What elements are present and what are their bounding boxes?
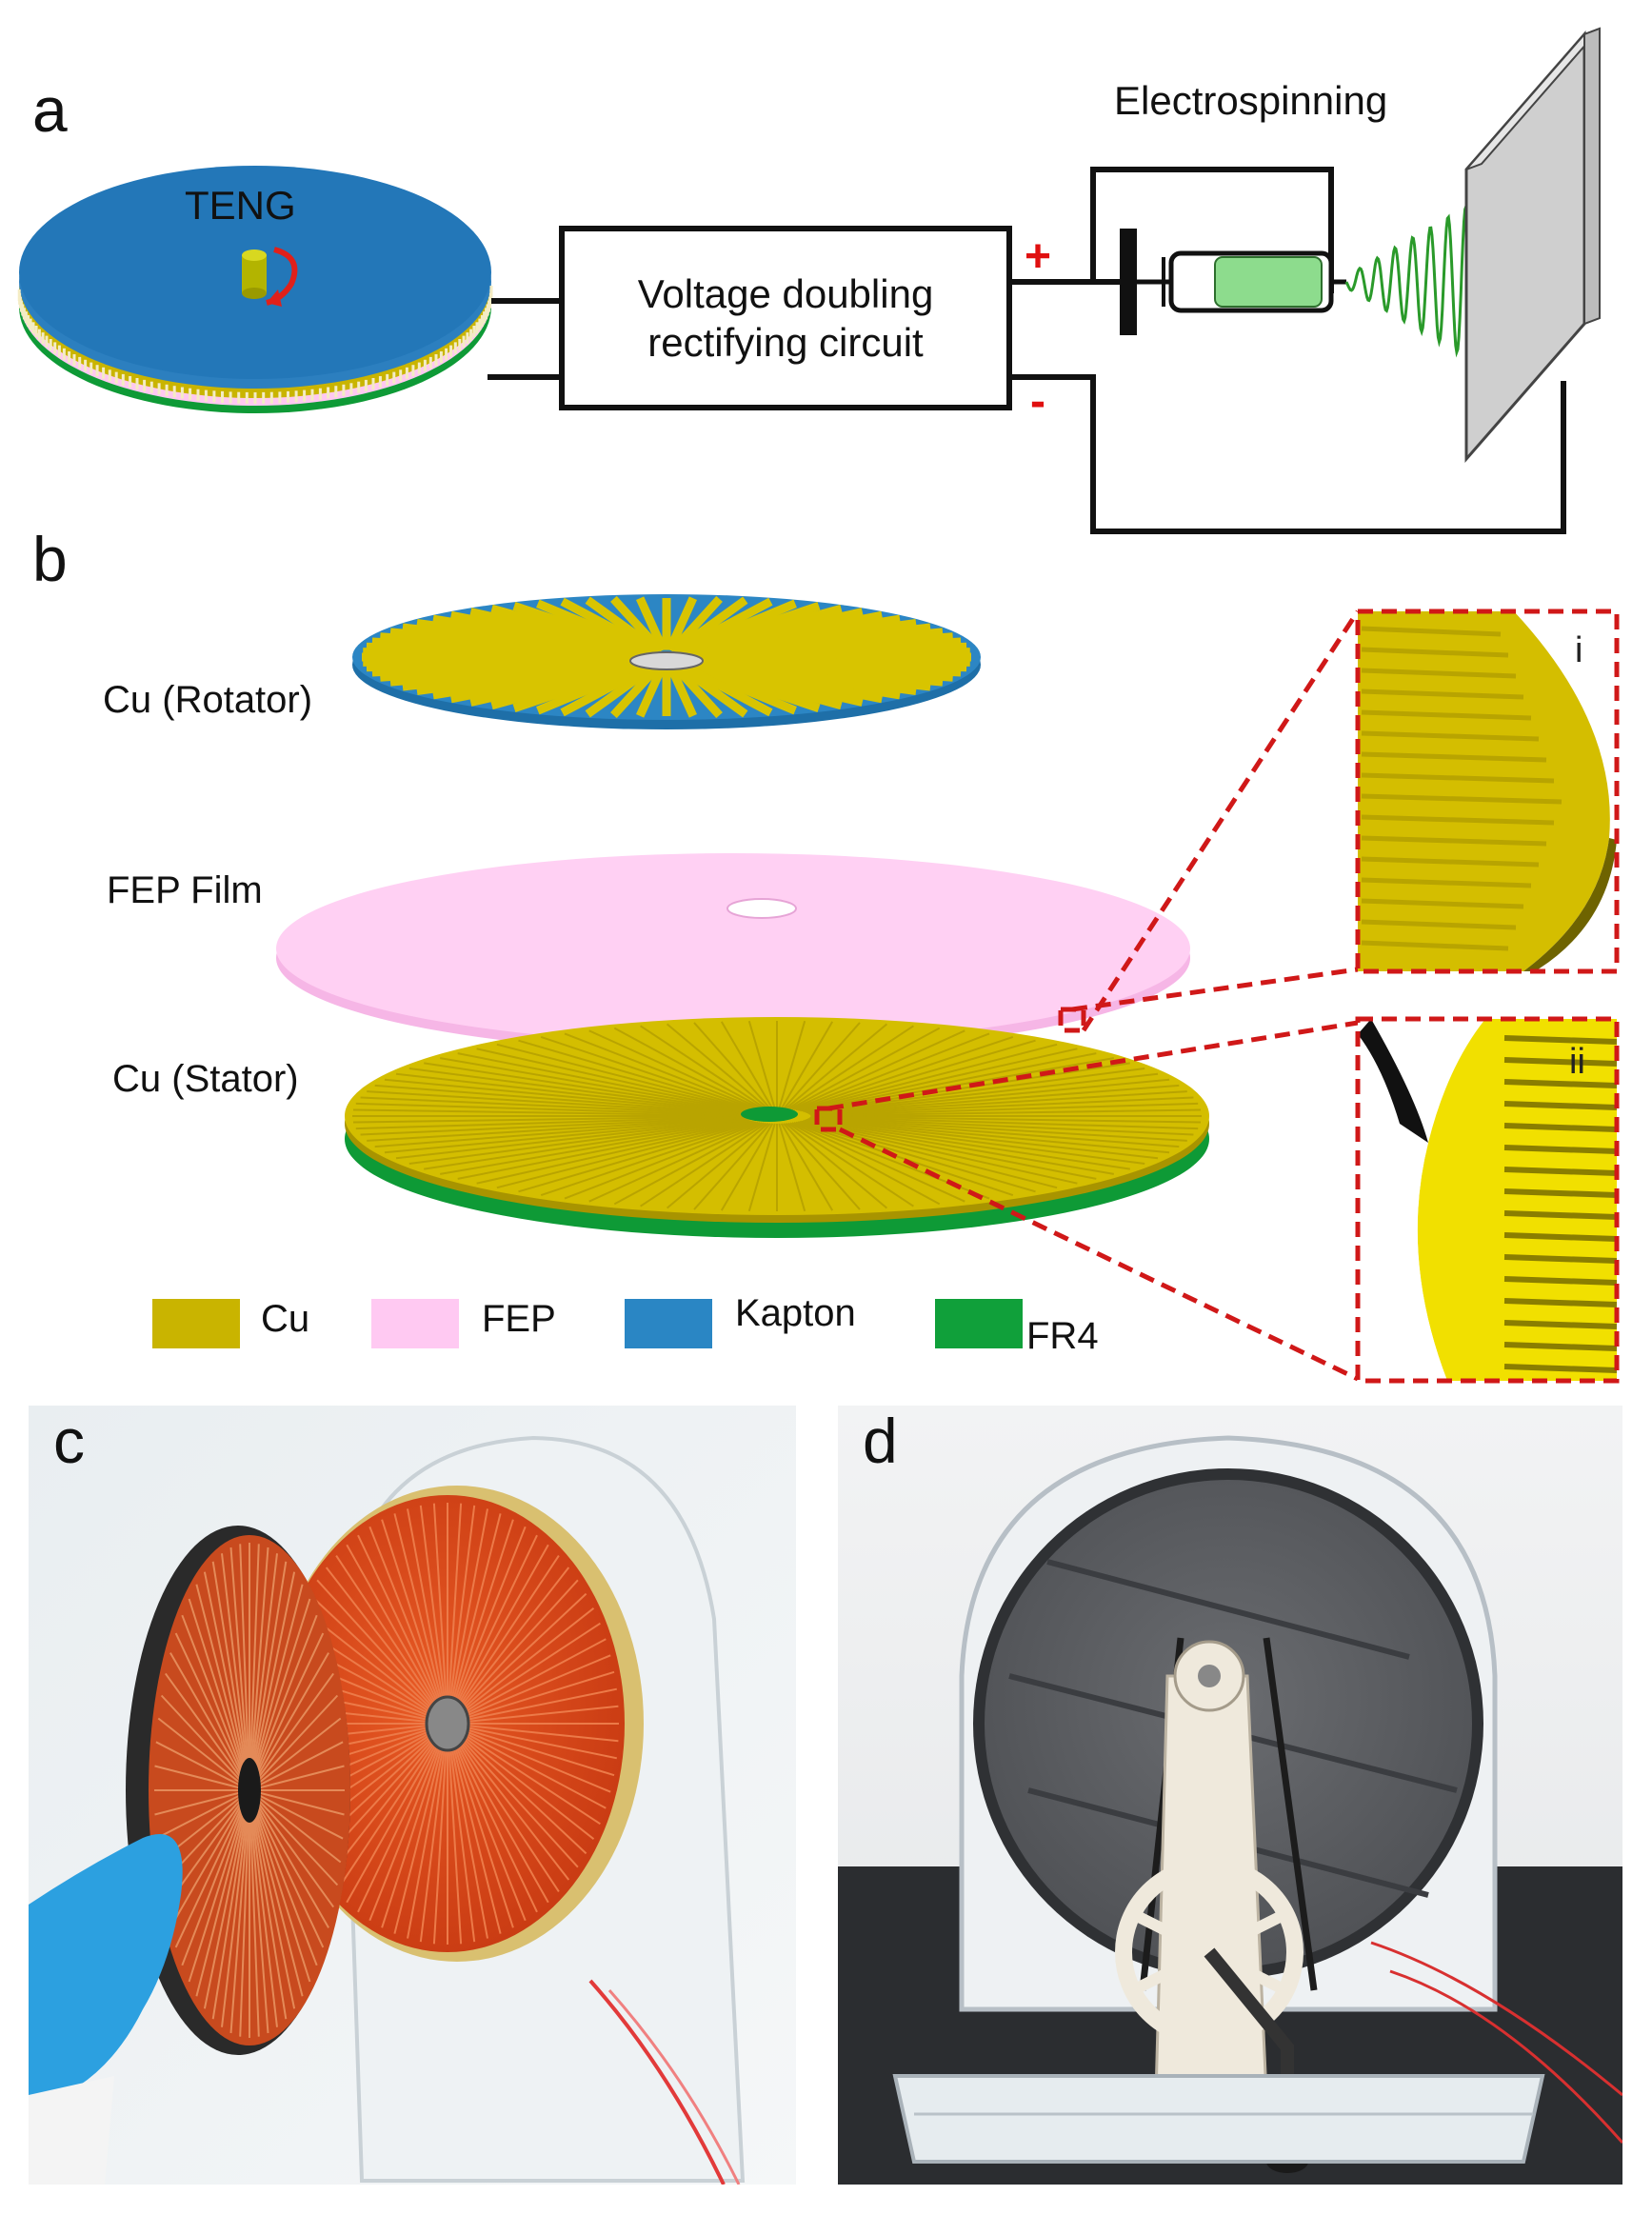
legend-swatch-fr4 (935, 1299, 1023, 1348)
panel-a-diagram (17, 27, 1601, 534)
teng-label: TENG (185, 183, 296, 228)
panel-label-d: d (863, 1406, 898, 1476)
stator-label: Cu (Stator) (112, 1058, 299, 1100)
voltage-doubling-circuit-box (559, 226, 1012, 410)
panel-label-b: b (32, 524, 68, 594)
legend-swatch-fep (371, 1299, 459, 1348)
panel-label-c: c (53, 1406, 85, 1476)
legend-label-fr4: FR4 (1026, 1315, 1099, 1357)
positive-sign: + (1025, 231, 1052, 282)
fep-film-label: FEP Film (107, 869, 263, 911)
inset-i-label: i (1575, 630, 1583, 670)
acrylic-base (892, 2074, 1545, 2164)
electrospinning-label: Electrospinning (1114, 78, 1388, 123)
rotator-label: Cu (Rotator) (103, 679, 313, 721)
legend-label-kapton: Kapton (735, 1292, 856, 1334)
inset-ii-label: ii (1569, 1042, 1585, 1082)
legend-swatch-cu (152, 1299, 240, 1348)
legend-swatch-kapton (625, 1299, 712, 1348)
collector-plate (1464, 30, 1586, 463)
circuit-label-line2: rectifying circuit (647, 320, 924, 365)
syringe-plunger-icon (1120, 229, 1137, 335)
blue-glove (29, 1834, 183, 2105)
inset-i (1358, 611, 1617, 971)
fep-film-disc (276, 853, 1190, 1044)
electrospinning-jet (1344, 201, 1472, 358)
legend-label-cu: Cu (261, 1298, 310, 1340)
panel-c-photo (29, 1406, 796, 2185)
panel-d-photo (838, 1406, 1622, 2185)
panel-label-a: a (32, 74, 68, 145)
legend-label-fep: FEP (482, 1298, 556, 1340)
circuit-label: Voltage doubling rectifying circuit (562, 229, 1009, 408)
negative-sign: - (1030, 376, 1045, 427)
inset-ii (1358, 1019, 1617, 1381)
circuit-label-line1: Voltage doubling (637, 270, 934, 316)
panel-b-diagram (152, 594, 1620, 1384)
